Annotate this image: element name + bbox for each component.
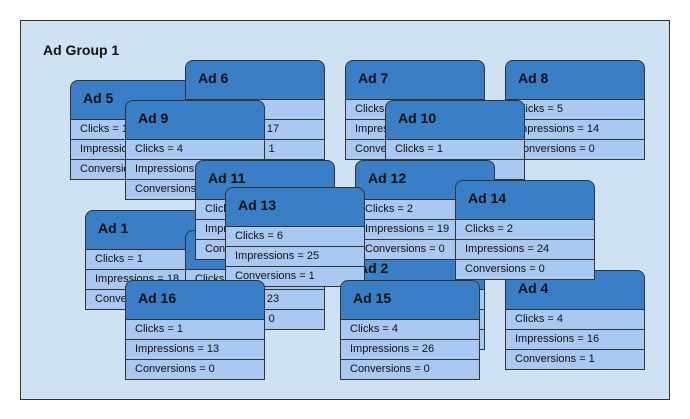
- ad-card-title: Ad 12: [368, 170, 407, 186]
- ad-card-title: Ad 8: [518, 70, 549, 86]
- ad-card-conversions: Conversions = 1: [505, 350, 645, 370]
- ad-card-clicks: Clicks = 1: [385, 140, 525, 160]
- ad-card-clicks: Clicks = 6: [225, 227, 365, 247]
- ad-card-clicks: Clicks = 4: [505, 310, 645, 330]
- ad-card-title: Ad 5: [83, 90, 114, 106]
- ad-card-title: Ad 7: [358, 70, 389, 86]
- ad-card-conversions: Conversions = 0: [340, 360, 480, 380]
- ad-card-title: Ad 6: [198, 70, 229, 86]
- ad-card-impressions: Impressions = 16: [505, 330, 645, 350]
- ad-card-impressions: Impressions = 25: [225, 247, 365, 267]
- ad-card-conversions: Conversions = 0: [125, 360, 265, 380]
- ad-card-header: Ad 8: [505, 60, 645, 100]
- ad-card-impressions: Impressions = 13: [125, 340, 265, 360]
- ad-group-title: Ad Group 1: [43, 42, 120, 58]
- ad-card-title: Ad 13: [238, 197, 277, 213]
- ad-card-header: Ad 13: [225, 187, 365, 227]
- ad-card-title: Ad 1: [98, 220, 129, 236]
- ad-card-clicks: Clicks = 4: [340, 320, 480, 340]
- ad-card-header: Ad 10: [385, 100, 525, 140]
- ad-card-impressions: Impressions = 24: [455, 240, 595, 260]
- ad-card-clicks: Clicks = 2: [455, 220, 595, 240]
- ad-card-title: Ad 9: [138, 110, 169, 126]
- ad-card-impressions: Impressions = 26: [340, 340, 480, 360]
- ad-card-header: Ad 14: [455, 180, 595, 220]
- ad-card-title: Ad 15: [353, 290, 392, 306]
- ad-card-header: Ad 9: [125, 100, 265, 140]
- ad-card-clicks: Clicks = 4: [125, 140, 265, 160]
- ad-card-conversions: Conversions = 0: [505, 140, 645, 160]
- ad-card-title: Ad 14: [468, 190, 507, 206]
- ad-card-clicks: Clicks = 5: [505, 100, 645, 120]
- ad-card-header: Ad 16: [125, 280, 265, 320]
- ad-card-title: Ad 2: [358, 260, 389, 276]
- ad-card-conversions: Conversions = 0: [455, 260, 595, 280]
- ad-card-title: Ad 4: [518, 280, 549, 296]
- ad-card-header: Ad 6: [185, 60, 325, 100]
- ad-card-header: Ad 15: [340, 280, 480, 320]
- ad-card-title: Ad 16: [138, 290, 177, 306]
- ad-card-title: Ad 10: [398, 110, 437, 126]
- ad-card-header: Ad 7: [345, 60, 485, 100]
- ad-card-clicks: Clicks = 1: [125, 320, 265, 340]
- ad-card-impressions: Impressions = 14: [505, 120, 645, 140]
- ad-card-title: Ad 11: [208, 170, 246, 186]
